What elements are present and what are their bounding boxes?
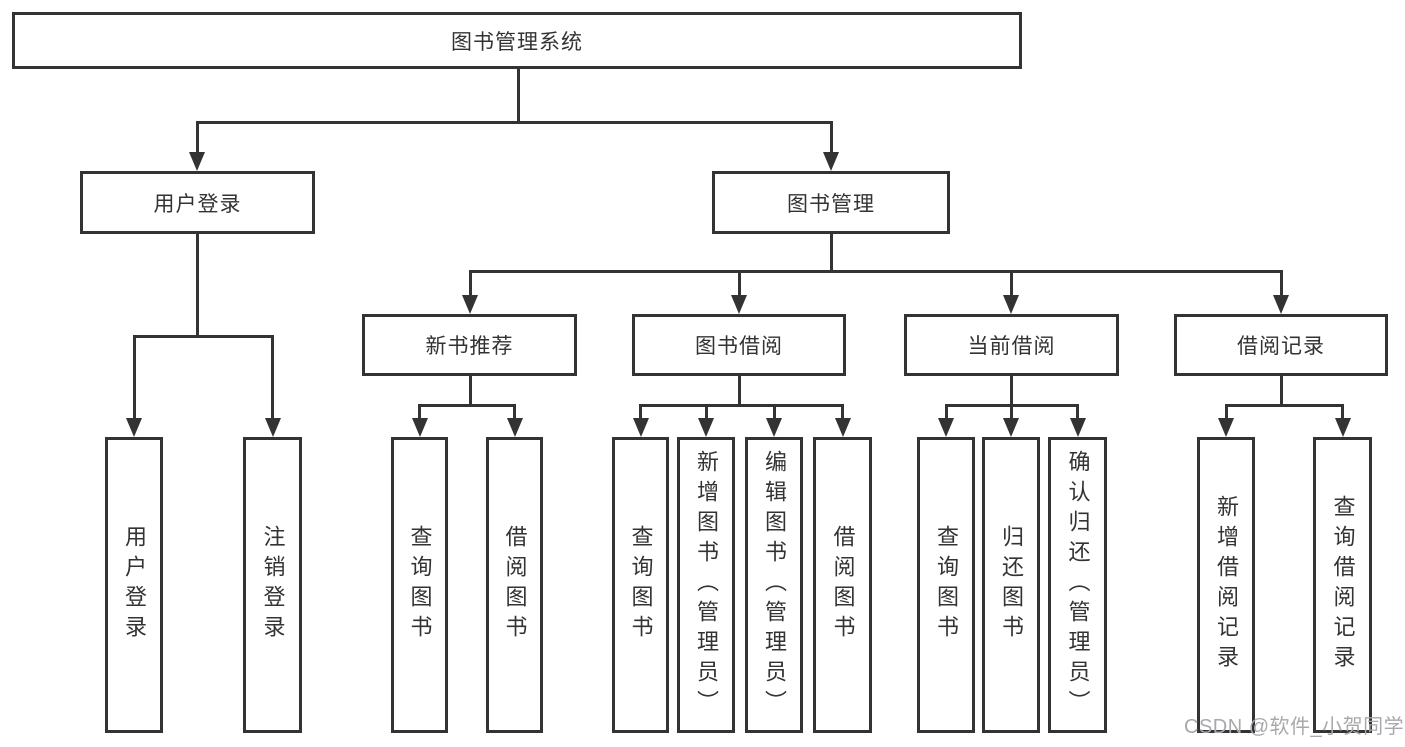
leaf-edit-books-admin-label: 编辑图书（管理员） xyxy=(762,450,787,720)
leaf-confirm-return-admin-label: 确认归还（管理员） xyxy=(1065,450,1091,720)
arrow-down-icon xyxy=(731,295,747,314)
connector-line xyxy=(830,234,833,273)
connector-line xyxy=(469,376,472,407)
connector-line xyxy=(639,404,642,421)
arrow-down-icon xyxy=(412,418,428,437)
connector-line xyxy=(1225,404,1228,421)
node-book-borrowing: 图书借阅 xyxy=(632,314,846,376)
connector-line xyxy=(1341,404,1344,421)
connector-line xyxy=(133,335,136,421)
csdn-watermark: CSDN @软件_小贺同学 xyxy=(1184,710,1404,739)
connector-line xyxy=(1010,404,1013,421)
leaf-add-books-admin: 新增图书（管理员） xyxy=(677,437,735,733)
node-current-borrowing-label: 当前借阅 xyxy=(967,335,1056,358)
arrow-down-icon xyxy=(938,418,954,437)
leaf-query-books-recommend-label: 查询图书 xyxy=(407,525,433,645)
leaf-logout-login-label: 注销登录 xyxy=(260,525,286,645)
arrow-down-icon xyxy=(835,418,851,437)
connector-line xyxy=(841,404,844,421)
node-current-borrowing: 当前借阅 xyxy=(904,314,1119,376)
node-library-system: 图书管理系统 xyxy=(12,12,1022,69)
leaf-add-borrow-record-label: 新增借阅记录 xyxy=(1214,495,1239,675)
leaf-query-borrow-record-label: 查询借阅记录 xyxy=(1330,495,1356,675)
connector-line xyxy=(1010,376,1013,407)
csdn-watermark-text: CSDN @软件_小贺同学 xyxy=(1184,716,1405,738)
connector-line xyxy=(1225,404,1343,407)
leaf-query-books-borrowing: 查询图书 xyxy=(612,437,669,733)
connector-line xyxy=(945,404,948,421)
leaf-confirm-return-admin: 确认归还（管理员） xyxy=(1048,437,1107,733)
leaf-borrow-books-label: 借阅图书 xyxy=(830,525,856,645)
connector-line xyxy=(738,376,741,407)
node-user-login-label: 用户登录 xyxy=(153,192,242,216)
leaf-add-borrow-record: 新增借阅记录 xyxy=(1197,437,1255,733)
connector-line xyxy=(1010,270,1013,298)
connector-line xyxy=(196,121,199,155)
arrow-down-icon xyxy=(1003,295,1019,314)
leaf-logout-login: 注销登录 xyxy=(243,437,302,733)
connector-line xyxy=(469,270,1283,273)
connector-line xyxy=(418,404,516,407)
arrow-down-icon xyxy=(126,418,142,437)
connector-line xyxy=(196,234,199,338)
leaf-borrow-books: 借阅图书 xyxy=(813,437,872,733)
connector-line xyxy=(830,121,833,155)
connector-line xyxy=(133,335,274,338)
arrow-down-icon xyxy=(633,418,649,437)
node-borrowing-records-label: 借阅记录 xyxy=(1237,335,1325,358)
leaf-user-login-label: 用户登录 xyxy=(122,525,147,645)
node-book-borrowing-label: 图书借阅 xyxy=(695,335,783,358)
arrow-down-icon xyxy=(823,152,839,171)
node-new-book-recommend: 新书推荐 xyxy=(362,314,577,376)
leaf-query-books-recommend: 查询图书 xyxy=(391,437,448,733)
connector-line xyxy=(469,270,472,298)
leaf-add-books-admin-label: 新增图书（管理员） xyxy=(694,450,719,720)
leaf-borrow-books-recommend: 借阅图书 xyxy=(486,437,543,733)
arrow-down-icon xyxy=(462,295,478,314)
node-new-book-recommend-label: 新书推荐 xyxy=(425,335,514,358)
arrow-down-icon xyxy=(1070,418,1086,437)
leaf-return-books-label: 归还图书 xyxy=(999,525,1024,645)
leaf-query-books-borrowing-label: 查询图书 xyxy=(628,525,654,645)
node-borrowing-records: 借阅记录 xyxy=(1174,314,1388,376)
connector-line xyxy=(513,404,516,421)
connector-line xyxy=(517,68,520,124)
connector-line xyxy=(196,121,832,124)
connector-line xyxy=(738,270,741,298)
arrow-down-icon xyxy=(189,152,205,171)
node-user-login: 用户登录 xyxy=(80,171,315,234)
node-library-system-label: 图书管理系统 xyxy=(451,30,583,54)
arrow-down-icon xyxy=(1335,418,1351,437)
leaf-query-books-current-label: 查询图书 xyxy=(934,525,959,645)
connector-line xyxy=(1280,376,1283,407)
leaf-user-login: 用户登录 xyxy=(105,437,163,733)
arrow-down-icon xyxy=(1003,418,1019,437)
leaf-borrow-books-recommend-label: 借阅图书 xyxy=(502,525,528,645)
arrow-down-icon xyxy=(1218,418,1234,437)
connector-line xyxy=(705,404,708,421)
arrow-down-icon xyxy=(1273,295,1289,314)
arrow-down-icon xyxy=(698,418,714,437)
leaf-return-books: 归还图书 xyxy=(982,437,1040,733)
arrow-down-icon xyxy=(507,418,523,437)
connector-line xyxy=(1280,270,1283,298)
connector-line xyxy=(418,404,421,421)
arrow-down-icon xyxy=(766,418,782,437)
leaf-query-borrow-record: 查询借阅记录 xyxy=(1313,437,1372,733)
node-book-management: 图书管理 xyxy=(712,171,950,234)
connector-line xyxy=(773,404,776,421)
node-book-management-label: 图书管理 xyxy=(787,192,875,216)
leaf-edit-books-admin: 编辑图书（管理员） xyxy=(745,437,803,733)
arrow-down-icon xyxy=(265,418,281,437)
connector-line xyxy=(271,335,274,421)
connector-line xyxy=(1076,404,1079,421)
leaf-query-books-current: 查询图书 xyxy=(917,437,975,733)
connector-line xyxy=(639,404,844,407)
